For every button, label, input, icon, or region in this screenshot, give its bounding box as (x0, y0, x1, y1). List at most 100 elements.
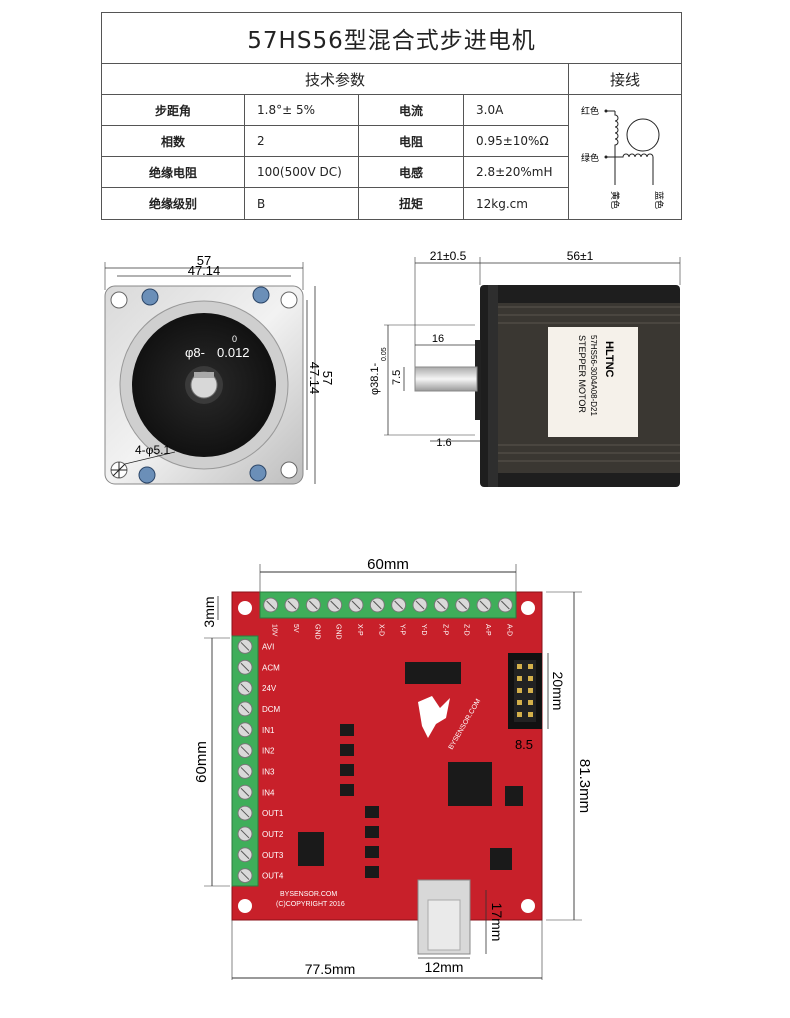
top-pin-label: A-D (505, 624, 512, 636)
dim-front-outer-v: 57 (320, 371, 335, 385)
motor-label-line1: STEPPER MOTOR (577, 335, 587, 413)
label-torque: 扭矩 (358, 187, 464, 220)
mount-holes-label: 4-φ5.1 (135, 443, 170, 457)
value-step-angle: 1.8°± 5% (244, 94, 359, 126)
value-resistance: 0.95±10%Ω (463, 125, 569, 157)
dim-boss-diameter: φ38.1- (370, 362, 381, 395)
dim-flat-length: 16 (432, 333, 444, 345)
motor-label-line2: 57HS56-3004A08-D21 (589, 335, 598, 416)
screw-slot (458, 600, 468, 610)
value-phases: 2 (244, 125, 359, 157)
dim-boss-tol: 0.05 (381, 347, 388, 361)
wire-yellow-label: 黄色 (610, 191, 621, 209)
eagle-logo (418, 696, 450, 738)
dim-usb-width: 12mm (425, 959, 464, 975)
dim-board-height-left: 60mm (193, 741, 210, 783)
dim-front-hole-v: 47.14 (307, 362, 322, 395)
board-copyright: (C)COPYRIGHT 2016 (276, 901, 345, 908)
left-pin-label: ACM (262, 663, 280, 672)
left-pin-label: OUT4 (262, 872, 284, 881)
screw-slot (240, 704, 250, 714)
dim-flat-height: 7.5 (391, 370, 403, 385)
dim-body-length: 56±1 (567, 249, 594, 263)
motor-front-view: 57 47.14 φ8- 0 0.012 4-φ5.1 57 47.14 (104, 253, 335, 485)
screw-slot (500, 600, 510, 610)
dim-board-total-height: 81.3mm (576, 759, 593, 813)
dim-board-total-width: 77.5mm (305, 961, 356, 977)
dim-front-hole: 47.14 (188, 263, 221, 278)
dim-front-outer: 57 (197, 253, 211, 268)
value-insulation-class: B (244, 187, 359, 220)
top-pin-label: X-D (377, 624, 384, 636)
top-pin-label: Z-P (441, 624, 448, 636)
wire-red-label: 红色 (581, 105, 599, 116)
label-insulation-resistance: 绝缘电阻 (101, 156, 245, 188)
screw-slot (308, 600, 318, 610)
label-resistance: 电阻 (358, 125, 464, 157)
screw-slot (266, 600, 276, 610)
value-inductance: 2.8±20%mH (463, 156, 569, 188)
label-insulation-class: 绝缘级别 (101, 187, 245, 220)
screw-slot (240, 787, 250, 797)
screw-slot (479, 600, 489, 610)
wiring-header: 接线 (568, 63, 682, 95)
tech-params-header: 技术参数 (101, 63, 569, 95)
wire-blue-label: 蓝色 (654, 191, 665, 209)
dim-margin: 3mm (201, 596, 217, 627)
label-current: 电流 (358, 94, 464, 126)
value-current: 3.0A (463, 94, 569, 126)
top-pin-label: GND (335, 624, 342, 640)
screw-slot (240, 746, 250, 755)
top-pin-label: Y-P (399, 624, 406, 635)
left-pin-label: OUT1 (262, 809, 284, 818)
screw-slot (394, 600, 404, 610)
dim-shaft-length: 21±0.5 (430, 249, 467, 263)
screw-slot (330, 600, 340, 610)
label-phases: 相数 (101, 125, 245, 157)
table-title: 57HS56型混合式步进电机 (101, 12, 682, 64)
screw-slot (240, 767, 250, 776)
screw-slot (240, 829, 250, 839)
left-pin-label: IN2 (262, 747, 275, 756)
screw-slot (351, 600, 361, 610)
screw-slot (240, 871, 250, 880)
value-torque: 12kg.cm (463, 187, 569, 220)
left-pin-label: OUT2 (262, 830, 284, 839)
wiring-diagram-cell: 红色 绿色 黄色 蓝色 (568, 94, 682, 220)
top-pin-label: GND (313, 624, 320, 640)
shaft-tol-top: 0 (232, 334, 237, 344)
screw-slot (372, 600, 382, 610)
top-pin-label: Y-D (420, 624, 427, 635)
shaft-tolerance: 0.012 (217, 345, 250, 360)
dim-usb-height: 17mm (489, 903, 505, 942)
top-pin-label: 10V (271, 624, 278, 637)
label-step-angle: 步距角 (101, 94, 245, 126)
motor-side-view: 21±0.5 56±1 STEPPER MOTOR 57HS56-3004A08… (370, 249, 681, 487)
screw-slot (240, 662, 250, 672)
screw-slot (240, 642, 250, 651)
screw-slot (287, 600, 297, 610)
wire-green-label: 绿色 (581, 152, 599, 163)
top-pin-label: Z-D (463, 624, 470, 636)
shaft-diameter-label: φ8- (185, 345, 205, 360)
left-pin-label: IN3 (262, 767, 275, 776)
dim-header-width: 8.5 (515, 737, 533, 752)
board-brand: BYSENSOR.COM (280, 891, 337, 898)
wiring-diagram: 红色 绿色 黄色 蓝色 (581, 105, 665, 209)
left-pin-label: OUT3 (262, 851, 284, 860)
screw-slot (240, 683, 250, 693)
dim-header-height: 20mm (550, 672, 566, 711)
top-pin-label: A-P (484, 624, 491, 636)
label-inductance: 电感 (358, 156, 464, 188)
value-insulation-resistance: 100(500V DC) (244, 156, 359, 188)
screw-slot (436, 600, 446, 610)
spec-table: 57HS56型混合式步进电机 技术参数 接线 步距角 1.8°± 5% 电流 3… (101, 12, 682, 220)
left-pin-label: 24V (262, 684, 277, 693)
screw-slot (415, 600, 425, 610)
screw-slot (240, 808, 250, 818)
screw-slot (240, 725, 250, 735)
left-pin-label: DCM (262, 705, 281, 714)
motor-label-brand: HLTNC (603, 341, 615, 378)
top-pin-label: 5V (292, 624, 299, 633)
